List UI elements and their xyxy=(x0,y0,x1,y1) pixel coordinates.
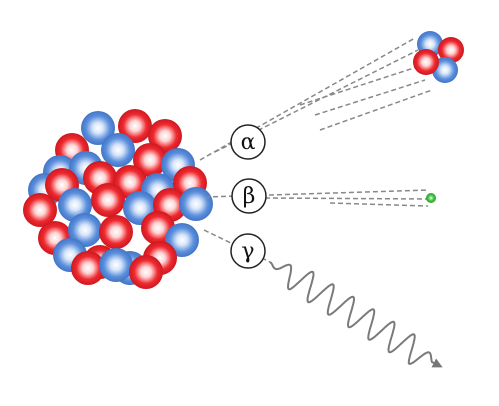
alpha-proton xyxy=(438,37,464,63)
nucleus-proton xyxy=(71,251,105,285)
alpha-particle xyxy=(413,31,464,83)
alpha-proton xyxy=(413,49,439,75)
alpha-trail-line xyxy=(214,49,419,153)
alpha-label: α xyxy=(230,124,266,160)
gamma-label: γ xyxy=(230,233,266,269)
nucleus-neutron xyxy=(81,111,115,145)
gamma-label-text: γ xyxy=(241,239,254,264)
alpha-trail-line xyxy=(299,65,421,106)
beta-trail-line xyxy=(264,197,431,200)
atomic-nucleus xyxy=(23,109,213,289)
alpha-trail-line xyxy=(314,79,426,116)
nucleus-proton xyxy=(91,183,125,217)
nucleus-proton xyxy=(118,109,152,143)
beta-trail-line xyxy=(204,189,429,198)
beta-label-text: β xyxy=(243,184,256,209)
nucleus-neutron xyxy=(99,248,133,282)
alpha-label-text: α xyxy=(241,130,256,155)
nucleus-neutron xyxy=(68,213,102,247)
beta-particle-trails xyxy=(204,189,431,207)
beta-trail-line xyxy=(329,202,429,207)
nucleus-proton xyxy=(99,215,133,249)
nucleus-proton xyxy=(129,255,163,289)
gamma-ray-wave xyxy=(269,261,443,368)
alpha-trail-line xyxy=(319,89,433,131)
nucleus-neutron xyxy=(179,187,213,221)
nucleus-neutron xyxy=(101,133,135,167)
beta-particle xyxy=(426,193,436,203)
beta-label: β xyxy=(231,178,267,214)
nucleus-proton xyxy=(133,143,167,177)
nucleus-proton xyxy=(23,193,57,227)
